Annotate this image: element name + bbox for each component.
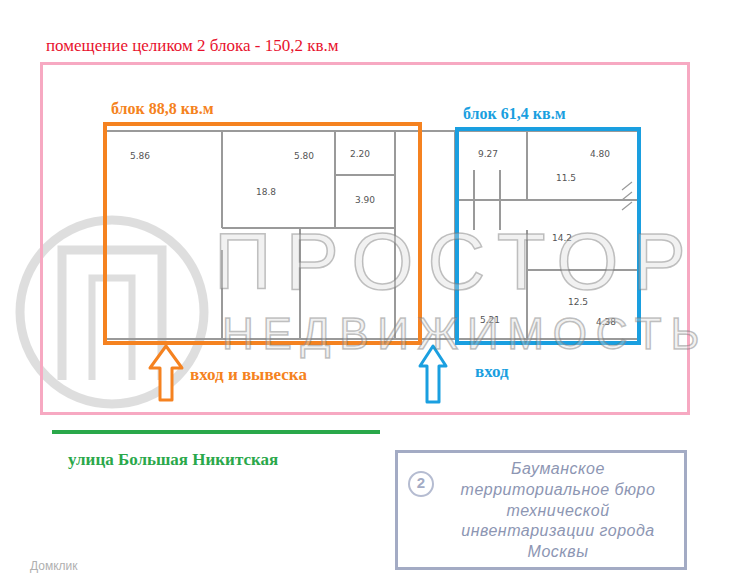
area-label: блок 61,4 кв.м: [463, 104, 566, 125]
watermark-logo: [20, 220, 204, 404]
watermark: НЕДВИЖИМОСТЬ: [222, 310, 708, 358]
street-line: [52, 430, 380, 434]
room-area: 3.90: [355, 196, 375, 206]
watermark: ПРОСТОР: [214, 218, 700, 306]
room-area: 5.80: [294, 152, 314, 162]
room-area: 18.8: [256, 188, 276, 198]
room-area: 4.80: [590, 150, 610, 160]
room-area: 2.20: [350, 150, 370, 160]
area-label: помещение целиком 2 блока - 150,2 кв.м: [46, 35, 338, 57]
room-area: 11.5: [556, 174, 576, 184]
entrance-arrow: [150, 346, 182, 400]
room-area: 9.27: [478, 150, 498, 160]
source-mark: Домклик: [30, 560, 78, 573]
stamp-text: Бауманское территориальное бюро техничес…: [438, 459, 678, 563]
entrance-label: вход и вывеска: [190, 366, 307, 385]
stamp-number: 2: [408, 471, 434, 497]
room-area: 5.86: [130, 152, 150, 162]
area-label: блок 88,8 кв.м: [111, 99, 214, 120]
street-label: улица Большая Никитская: [68, 451, 278, 470]
entrance-label: вход: [475, 363, 509, 382]
bti-stamp: 2Бауманское территориальное бюро техниче…: [395, 450, 687, 570]
